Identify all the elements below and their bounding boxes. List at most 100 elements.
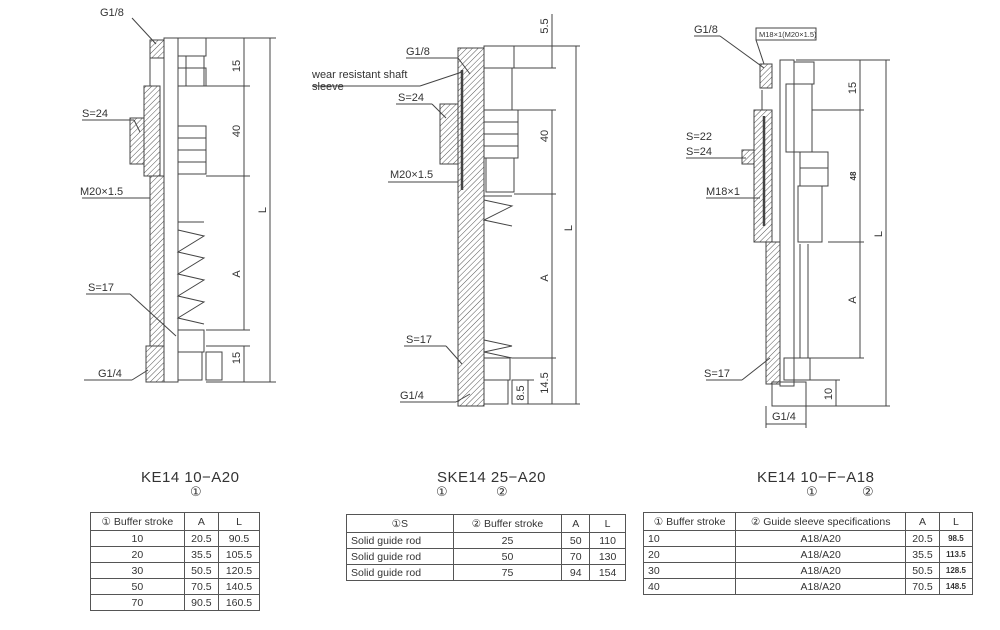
table-cell: 120.5 [217, 562, 261, 579]
table-cell: 94 [561, 564, 591, 581]
label-thread-bottom: G1/4 [772, 411, 796, 423]
table-cell: 35.5 [905, 546, 940, 563]
table-cell: 35.5 [183, 546, 219, 563]
label-thread-top: G1/8 [406, 46, 430, 58]
spec-table-1: ① Buffer stroke A L 10 20.5 90.5 20 35.5… [90, 512, 261, 611]
table-cell: 50 [452, 548, 563, 565]
table-cell: 30 [642, 562, 737, 579]
table-cell: A18/A20 [735, 578, 907, 595]
table-header: ② Buffer stroke [452, 514, 563, 533]
table-cell: 90.5 [183, 594, 219, 611]
label-thread-bottom: G1/4 [400, 390, 424, 402]
table-cell: 50.5 [183, 562, 219, 579]
label-thread-top: G1/8 [694, 24, 718, 36]
table-cell: 98.5 [938, 530, 974, 547]
table-cell: 75 [452, 564, 563, 581]
dim-top: 5.5 [539, 18, 551, 33]
table-cell: A18/A20 [735, 530, 907, 547]
dim-stroke: A [231, 270, 243, 278]
table-cell: A18/A20 [735, 546, 907, 563]
spec-table-3: ① Buffer stroke ② Guide sleeve specifica… [642, 512, 974, 595]
label-thread-mid: M20×1.5 [390, 169, 433, 181]
table-cell: 70 [561, 548, 591, 565]
table-row: Solid guide rod 50 70 130 [346, 548, 626, 565]
table-cell: 113.5 [938, 546, 974, 563]
table-header: ① Buffer stroke [90, 512, 185, 531]
table-header: A [183, 512, 219, 531]
table-cell: 110 [589, 532, 626, 549]
table-row: 40 A18/A20 70.5 148.5 [642, 578, 974, 595]
table-cell: 50.5 [905, 562, 940, 579]
table-row: 30 A18/A20 50.5 128.5 [642, 562, 974, 579]
marker-3-1: ① [806, 485, 818, 500]
label-thread-mid: M18×1 [706, 186, 740, 198]
table-row: 10 A18/A20 20.5 98.5 [642, 530, 974, 547]
table-header: ① Buffer stroke [642, 512, 737, 531]
dim-top: 15 [231, 60, 243, 72]
table-header: L [589, 514, 626, 533]
table-cell: 50 [90, 578, 185, 595]
table-header: A [905, 512, 940, 531]
table-cell: 10 [642, 530, 737, 547]
table-row: 20 A18/A20 35.5 113.5 [642, 546, 974, 563]
dim-bottom: 10 [823, 388, 835, 400]
table-header-row: ① Buffer stroke ② Guide sleeve specifica… [642, 512, 974, 531]
table-header: A [561, 514, 591, 533]
table-cell: 148.5 [938, 578, 974, 595]
table-cell: 30 [90, 562, 185, 579]
label-hex-large: S=24 [398, 92, 424, 104]
label-sleeve-line2: sleeve [312, 81, 344, 93]
table-row: 50 70.5 140.5 [90, 578, 261, 595]
dim-overall: L [873, 231, 885, 237]
label-hex-large: S=24 [82, 108, 108, 120]
table-cell: 130 [589, 548, 626, 565]
table-cell: 20.5 [905, 530, 940, 547]
table-cell: 154 [589, 564, 626, 581]
model-title-1: KE14 10−A20 [141, 469, 240, 486]
table-cell: 70.5 [183, 578, 219, 595]
dim-hex: 48 [849, 171, 858, 180]
marker-2-2: ② [496, 485, 508, 500]
table-cell: Solid guide rod [346, 548, 454, 565]
table-cell: 40 [642, 578, 737, 595]
table-cell: 50 [561, 532, 591, 549]
table-cell: Solid guide rod [346, 564, 454, 581]
dim-overall: L [257, 207, 269, 213]
table-cell: A18/A20 [735, 562, 907, 579]
table-row: 10 20.5 90.5 [90, 530, 261, 547]
dim-bottom2: 8.5 [515, 385, 527, 400]
spec-table-2: ①S ② Buffer stroke A L Solid guide rod 2… [346, 514, 626, 581]
drawing-ske14-25-a20 [312, 14, 580, 407]
dim-hex: 40 [539, 130, 551, 142]
table-header: L [938, 512, 974, 531]
marker-2-1: ① [436, 485, 448, 500]
label-hex-small: S=17 [88, 282, 114, 294]
dim-stroke: A [847, 296, 859, 304]
label-sleeve-line1: wear resistant shaft [311, 69, 407, 81]
dim-stroke: A [539, 274, 551, 282]
table-header-row: ① Buffer stroke A L [90, 512, 261, 531]
label-hex-small: S=17 [406, 334, 432, 346]
table-cell: Solid guide rod [346, 532, 454, 549]
marker-3-2: ② [862, 485, 874, 500]
label-hex-large2: S=24 [686, 146, 712, 158]
label-hex-large1: S=22 [686, 131, 712, 143]
table-cell: 128.5 [938, 562, 974, 579]
model-title-2: SKE14 25−A20 [437, 469, 547, 486]
dim-overall: L [563, 225, 575, 231]
marker-1-1: ① [190, 485, 202, 500]
table-row: 70 90.5 160.5 [90, 594, 261, 611]
table-row: 20 35.5 105.5 [90, 546, 261, 563]
table-cell: 70 [90, 594, 185, 611]
label-thread-box: M18×1(M20×1.5) [759, 30, 817, 39]
table-cell: 20 [90, 546, 185, 563]
table-header: ①S [346, 514, 454, 533]
label-thread-bottom: G1/4 [98, 368, 122, 380]
table-cell: 25 [452, 532, 563, 549]
table-header-row: ①S ② Buffer stroke A L [346, 514, 626, 533]
drawing-ke14-10-a20 [82, 17, 276, 383]
dim-bottom1: 14.5 [539, 372, 551, 393]
table-cell: 70.5 [905, 578, 940, 595]
dim-top: 15 [847, 82, 859, 94]
